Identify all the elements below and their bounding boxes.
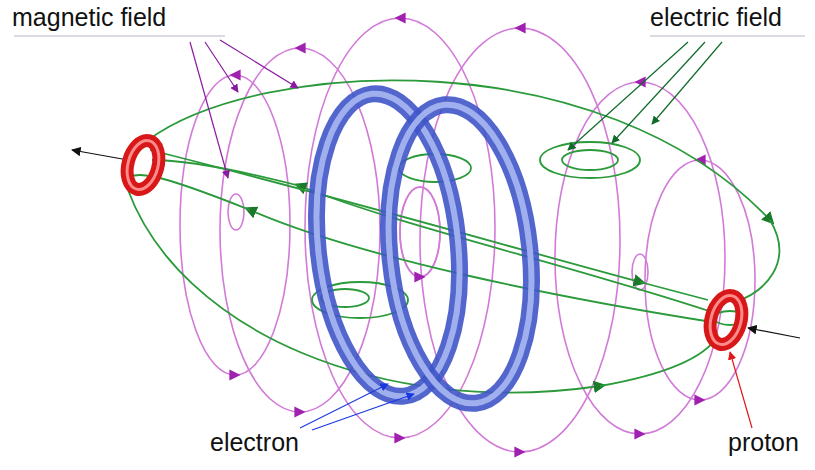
electron-rings — [302, 87, 545, 411]
label-holder: electric field — [650, 3, 782, 32]
leader-lines — [14, 36, 805, 430]
label-holder: magnetic field — [12, 3, 166, 32]
field-label: magnetic field — [12, 3, 166, 32]
label-holder: electron — [210, 428, 299, 457]
proton-rings — [122, 137, 747, 348]
field-label: proton — [728, 428, 799, 457]
axis-arrows — [72, 150, 800, 338]
field-label: electric field — [650, 3, 782, 32]
field-label: electron — [210, 428, 299, 457]
label-holder: proton — [728, 428, 799, 457]
